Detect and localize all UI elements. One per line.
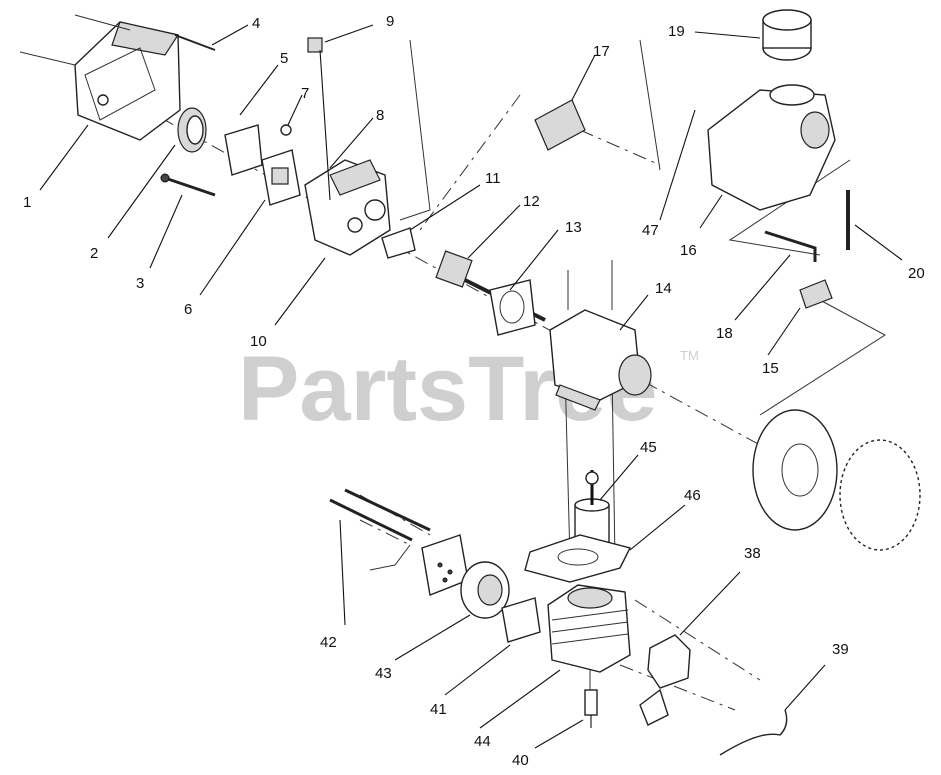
callout-13: 13 <box>565 219 582 236</box>
callout-4: 4 <box>252 15 260 32</box>
fitting-9 <box>307 37 331 201</box>
callout-2: 2 <box>90 245 98 262</box>
muffler-43 <box>460 561 510 619</box>
air-filter-cover <box>19 14 181 141</box>
bracket-17 <box>534 99 586 151</box>
gasket-46 <box>524 534 632 583</box>
callout-9: 9 <box>386 13 394 30</box>
screw-4 <box>174 34 216 51</box>
gasket-41 <box>501 597 541 643</box>
callout-39: 39 <box>832 641 849 658</box>
callout-8: 8 <box>376 107 384 124</box>
callout-labels: 1 2 3 4 5 6 7 8 9 10 11 12 13 14 15 16 1… <box>23 13 925 769</box>
watermark-trademark: TM <box>680 348 699 363</box>
callout-1: 1 <box>23 194 31 211</box>
bracket-11 <box>381 227 416 259</box>
crankcase <box>549 260 652 411</box>
leader-lines <box>39 24 903 749</box>
clip-15 <box>799 279 833 309</box>
callout-6: 6 <box>184 301 192 318</box>
ignition-module <box>639 634 691 726</box>
callout-3: 3 <box>136 275 144 292</box>
muffler-plate <box>421 534 469 596</box>
callout-45: 45 <box>640 439 657 456</box>
callout-38: 38 <box>744 545 761 562</box>
callout-10: 10 <box>250 333 267 350</box>
callout-5: 5 <box>280 50 288 67</box>
cylinder <box>547 584 631 673</box>
callout-15: 15 <box>762 360 779 377</box>
callout-46: 46 <box>684 487 701 504</box>
callout-12: 12 <box>523 193 540 210</box>
callout-18: 18 <box>716 325 733 342</box>
callout-20: 20 <box>908 265 925 282</box>
fitting-7 <box>280 124 292 136</box>
callout-7: 7 <box>301 85 309 102</box>
hex-key-18 <box>764 230 817 262</box>
callout-14: 14 <box>655 280 672 297</box>
callout-17: 17 <box>593 43 610 60</box>
callout-44: 44 <box>474 733 491 750</box>
callout-43: 43 <box>375 665 392 682</box>
callout-16: 16 <box>680 242 697 259</box>
carb-housing <box>304 159 391 256</box>
fuel-tank <box>707 84 836 211</box>
seal-ring <box>177 107 207 153</box>
callout-47: 47 <box>642 222 659 239</box>
callout-41: 41 <box>430 701 447 718</box>
gasket-13 <box>489 279 536 336</box>
carburetor <box>261 149 301 206</box>
bolt-3 <box>160 173 216 197</box>
callout-19: 19 <box>668 23 685 40</box>
flywheel <box>752 409 921 551</box>
callout-40: 40 <box>512 752 529 769</box>
spark-plug <box>584 689 598 728</box>
ignition-wire <box>719 709 788 756</box>
callout-42: 42 <box>320 634 337 651</box>
bolts-42 <box>329 488 431 542</box>
gasket-5 <box>224 124 263 176</box>
fuel-cap <box>762 9 812 61</box>
callout-11: 11 <box>485 170 501 187</box>
